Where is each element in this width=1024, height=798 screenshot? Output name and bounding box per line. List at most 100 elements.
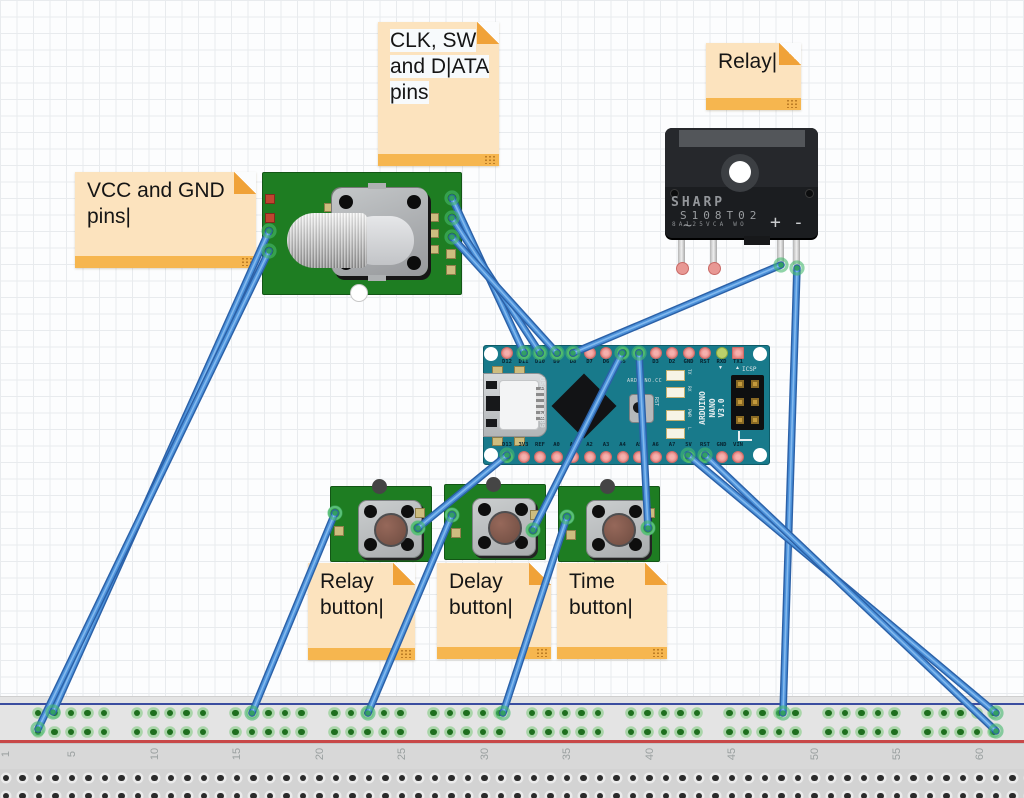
button-left-pad[interactable] (562, 512, 572, 522)
button-right-pad[interactable] (528, 525, 538, 535)
encoder-corner-rivet (407, 256, 421, 270)
button-left-pad[interactable] (447, 510, 457, 520)
button-corner-rivet (364, 538, 377, 551)
nano-pad-D3[interactable] (649, 347, 662, 359)
nano-pad-TX1[interactable] (732, 347, 744, 359)
note-resize-bar[interactable] (75, 256, 256, 268)
button-right-pad[interactable] (413, 523, 423, 533)
nano-pad-D8[interactable] (567, 347, 579, 359)
icsp-header[interactable] (731, 375, 764, 430)
note-resize-grip-icon[interactable] (786, 99, 798, 108)
nano-pad-D9[interactable] (550, 347, 563, 359)
encoder-right-pad[interactable] (446, 265, 456, 275)
nano-pad-A3[interactable] (600, 451, 612, 463)
breadboard-hole (910, 774, 917, 782)
nano-pad-A7[interactable] (666, 451, 678, 463)
breadboard-hole (101, 774, 109, 782)
nano-pad-D5[interactable] (616, 347, 629, 359)
time-button[interactable] (558, 479, 660, 562)
note-text[interactable]: Relay| (718, 49, 777, 75)
breadboard-hole (778, 792, 785, 798)
nano-pad-VIN[interactable] (732, 451, 744, 463)
nano-pad-RXD[interactable] (715, 347, 728, 359)
breadboard-rail-hole (331, 709, 338, 717)
nano-pad-RST[interactable] (699, 451, 711, 463)
note-resize-grip-icon[interactable] (484, 155, 496, 164)
nano-pad-D7[interactable] (583, 347, 596, 359)
nano-pad-GND[interactable] (715, 451, 728, 463)
wire-encoder-gnd-pad-to-breadboard-rail[interactable] (34, 247, 273, 733)
nano-pad-A1[interactable] (567, 451, 579, 463)
note-resize-bar[interactable] (706, 98, 801, 110)
relay-pin-tip[interactable] (708, 262, 721, 275)
delay-button[interactable] (444, 477, 546, 560)
nano-pad-5V[interactable] (682, 451, 695, 463)
note-resize-bar[interactable] (308, 648, 415, 660)
wire-encoder-data-pad-to-nano-D9[interactable] (448, 233, 561, 357)
nano-pad-A4[interactable] (616, 451, 629, 463)
nano-pad-GND[interactable] (682, 347, 695, 359)
nano-pad-D6[interactable] (600, 347, 612, 359)
note-resize-grip-icon[interactable] (241, 257, 253, 266)
wire-encoder-sw-pad-to-nano-D10[interactable] (448, 214, 544, 357)
nano-pad-D4[interactable] (633, 347, 645, 359)
nano-pad-D10[interactable] (534, 347, 546, 359)
note-resize-bar[interactable] (557, 647, 667, 659)
wire-nano-5V-to-breadboard-rail[interactable] (684, 451, 1000, 717)
breadboard-hole (613, 792, 620, 798)
wire-nano-RST-bottom-to-breadboard-rail[interactable] (701, 451, 1000, 735)
breadboard-hole (893, 792, 901, 798)
nano-pad-A5[interactable] (633, 451, 645, 463)
note-resize-bar[interactable] (437, 647, 551, 659)
nano-pad-RST[interactable] (699, 347, 711, 359)
nano-pin-label-A2: A2 (586, 442, 593, 448)
nano-pin-label-A3: A3 (602, 442, 610, 448)
button-left-pad[interactable] (330, 508, 340, 518)
nano-pad-A0[interactable] (550, 451, 563, 463)
nano-pad-A2[interactable] (583, 451, 596, 463)
note-resize-bar[interactable] (378, 154, 499, 166)
wire-relay-plus-pin-to-nano-D8[interactable] (569, 261, 785, 357)
relay-note[interactable]: Relay| (706, 43, 801, 110)
note-resize-grip-icon[interactable] (652, 648, 664, 657)
nano-pad-D13[interactable] (501, 451, 513, 463)
note-resize-grip-icon[interactable] (400, 649, 412, 658)
nano-pad-D12[interactable] (501, 347, 513, 359)
wire-encoder-vcc-pad-to-breadboard-rail[interactable] (49, 227, 273, 716)
wire-encoder-clk-pad-to-nano-D11[interactable] (448, 194, 528, 357)
wire-relay-minus-pin-to-breadboard-rail[interactable] (779, 264, 801, 717)
relay-pin-tip[interactable] (676, 262, 689, 275)
breadboard-hole (316, 774, 323, 782)
nano-pad-A6[interactable] (649, 451, 662, 463)
nano-pad-D2[interactable] (666, 347, 678, 359)
nano-pad-REF[interactable] (534, 451, 546, 463)
breadboard-hole (200, 792, 208, 798)
note-fold-corner (477, 22, 499, 44)
nano-pad-D11[interactable] (517, 347, 530, 359)
relay-body[interactable]: SHARP S108T02 8A125VCA WO ~ + - (665, 128, 818, 245)
button-right-pad[interactable] (643, 523, 653, 533)
relay-button[interactable] (330, 479, 432, 562)
breadboard-hole (959, 774, 967, 782)
button-cap[interactable] (602, 513, 636, 547)
encoder-right-pad[interactable] (446, 249, 456, 259)
encoder-pad-red-1[interactable] (265, 194, 275, 204)
button-cap[interactable] (374, 513, 408, 547)
button-cap[interactable] (488, 511, 522, 545)
nano-pad-3V3[interactable] (517, 451, 530, 463)
encoder-pad-red-2[interactable] (265, 213, 275, 223)
note-resize-grip-icon[interactable] (536, 648, 548, 657)
encoder-shaft-knurl[interactable] (287, 213, 367, 268)
encoder-corner-rivet (339, 195, 353, 209)
